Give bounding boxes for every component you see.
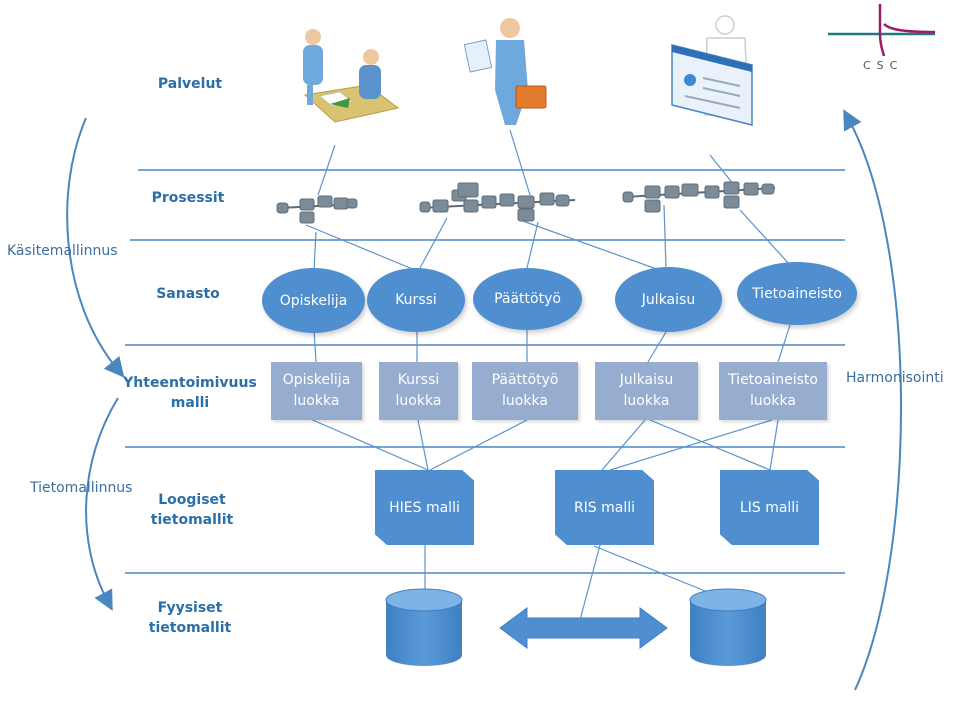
connector bbox=[579, 544, 601, 621]
harmonisointi-label: Harmonisointi bbox=[846, 370, 944, 386]
kasitemallinnus-arrow bbox=[66, 117, 125, 378]
database-icon bbox=[385, 588, 463, 666]
connector-lines bbox=[305, 129, 791, 621]
harmonisointi-arrow bbox=[843, 109, 902, 691]
layer-separators bbox=[125, 169, 845, 574]
class-box-type: luokka bbox=[623, 393, 670, 409]
layer-label-line: Yhteentoimivuus bbox=[123, 375, 257, 391]
class-box-name: Kurssi bbox=[397, 372, 440, 388]
connector bbox=[526, 221, 539, 269]
layer-label-line: malli bbox=[170, 395, 210, 411]
web-service-icon bbox=[671, 15, 753, 126]
class-box: Päättötyö luokka bbox=[472, 362, 578, 420]
connector bbox=[417, 419, 429, 471]
connector bbox=[601, 419, 646, 471]
class-box: Tietoaineisto luokka bbox=[719, 362, 827, 420]
connector bbox=[313, 231, 317, 271]
layer-label-prosessit: Prosessit bbox=[138, 188, 238, 208]
businessman-service-icon bbox=[463, 18, 547, 125]
layer-label-palvelut: Palvelut bbox=[140, 74, 240, 94]
class-box-name: Opiskelija bbox=[282, 372, 351, 388]
connector bbox=[739, 209, 791, 266]
class-box: Kurssi luokka bbox=[379, 362, 458, 420]
csc-logo-mark bbox=[828, 4, 936, 57]
vocabulary-term: Tietoaineisto bbox=[737, 262, 857, 325]
layer-label-line: Loogiset bbox=[158, 492, 226, 508]
tietomallinnus-arrow bbox=[85, 397, 119, 611]
connector bbox=[769, 419, 779, 471]
connector bbox=[609, 419, 773, 471]
logical-model: HIES malli bbox=[375, 470, 474, 545]
layer-label-line: Fyysiset bbox=[157, 600, 223, 616]
class-box-name: Päättötyö bbox=[491, 372, 559, 388]
layer-label-yhteentoimivuus: Yhteentoimivuus malli bbox=[116, 373, 264, 413]
layer-label-line: tietomallit bbox=[150, 512, 234, 528]
layer-label-line: Palvelut bbox=[157, 76, 223, 92]
connector bbox=[777, 324, 791, 363]
vocabulary-term: Julkaisu bbox=[615, 267, 722, 332]
vocabulary-term: Päättötyö bbox=[473, 268, 582, 330]
layer-label-loogiset: Loogiset tietomallit bbox=[138, 490, 246, 530]
layer-label-line: Sanasto bbox=[156, 286, 220, 302]
vocabulary-term: Kurssi bbox=[367, 268, 465, 332]
logical-model: LIS malli bbox=[720, 470, 819, 545]
layer-label-line: Prosessit bbox=[151, 190, 225, 206]
connector bbox=[519, 219, 666, 273]
layer-label-line: tietomallit bbox=[148, 620, 232, 636]
connector bbox=[307, 417, 429, 471]
class-box: Opiskelija luokka bbox=[271, 362, 362, 420]
class-box-type: luokka bbox=[293, 393, 340, 409]
layer-label-sanasto: Sanasto bbox=[138, 284, 238, 304]
connector bbox=[647, 331, 667, 363]
meeting-service-icon bbox=[303, 29, 400, 123]
csc-logo-text: CSC bbox=[863, 59, 904, 72]
connector bbox=[649, 419, 771, 471]
connector bbox=[509, 129, 531, 196]
process-flow-icon bbox=[622, 181, 776, 213]
connector bbox=[317, 144, 336, 196]
class-box-name: Tietoaineisto bbox=[728, 372, 818, 388]
class-box: Julkaisu luokka bbox=[595, 362, 698, 420]
connector bbox=[429, 419, 528, 471]
bidirectional-arrow-icon bbox=[499, 607, 668, 649]
class-box-type: luokka bbox=[502, 393, 548, 409]
logical-model: RIS malli bbox=[555, 470, 654, 545]
class-box-name: Julkaisu bbox=[619, 372, 674, 388]
class-box-type: luokka bbox=[395, 393, 442, 409]
tietomallinnus-label: Tietomallinnus bbox=[30, 480, 133, 496]
connector bbox=[593, 545, 716, 596]
connector bbox=[305, 224, 416, 271]
database-icon bbox=[689, 588, 767, 666]
kasitemallinnus-label: Käsitemallinnus bbox=[7, 243, 118, 259]
process-flow-icon bbox=[419, 182, 576, 222]
process-flow-icon bbox=[276, 195, 358, 224]
layer-label-fyysiset: Fyysiset tietomallit bbox=[136, 598, 244, 638]
connector bbox=[419, 217, 448, 269]
vocabulary-term: Opiskelija bbox=[262, 268, 365, 333]
connector bbox=[313, 329, 317, 363]
connector bbox=[663, 204, 667, 269]
side-arrows bbox=[66, 109, 902, 691]
class-box-type: luokka bbox=[750, 393, 796, 409]
